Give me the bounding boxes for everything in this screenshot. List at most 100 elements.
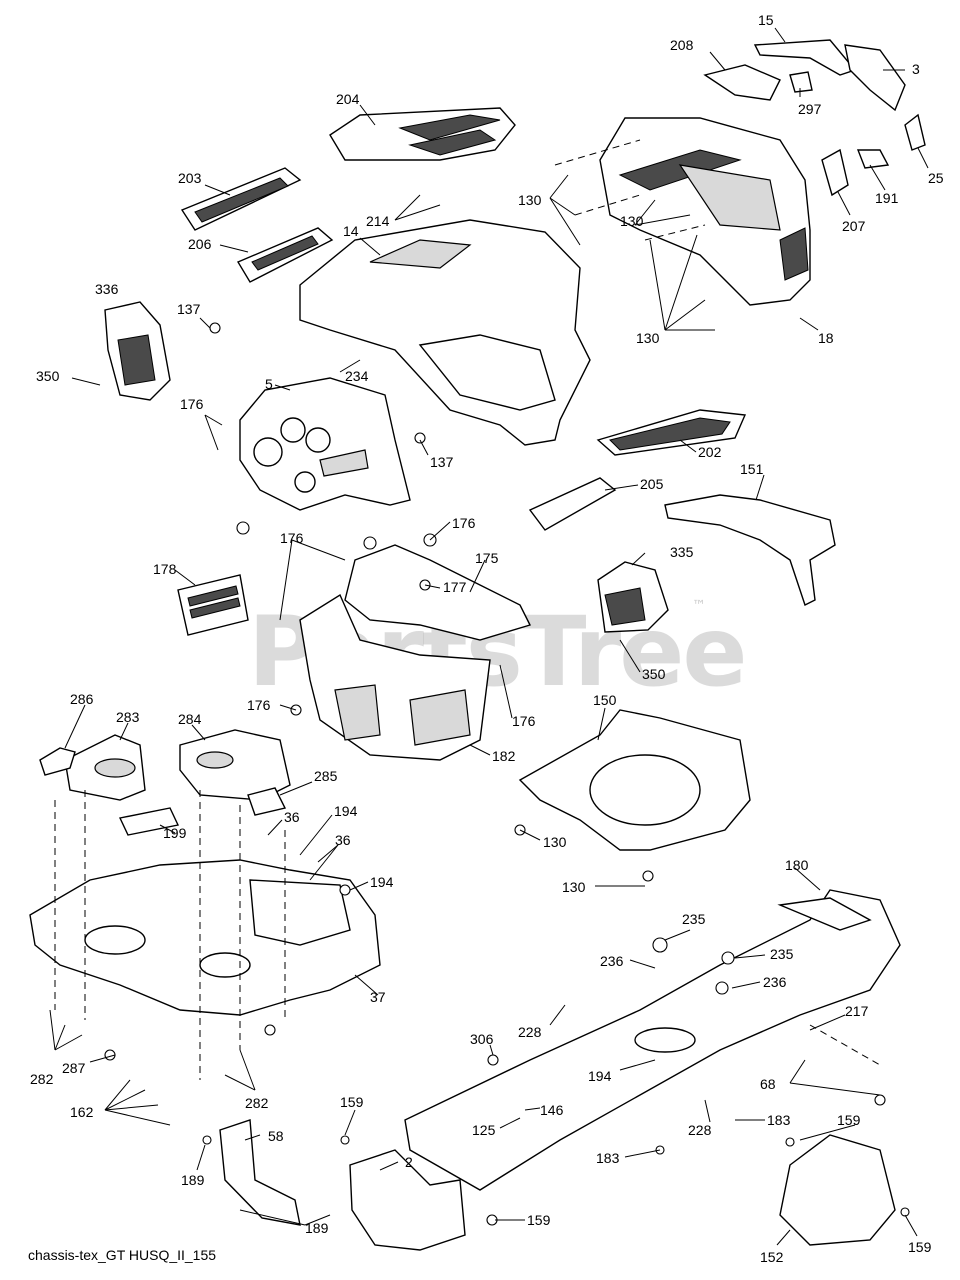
part-grille-insert-left bbox=[180, 167, 302, 231]
callout-235-upper: 235 bbox=[682, 911, 706, 927]
alignment-lines bbox=[54, 139, 881, 1080]
callout-137-lower: 137 bbox=[430, 454, 454, 470]
callout-159-left: 159 bbox=[340, 1094, 364, 1110]
callout-194-upper: 194 bbox=[334, 803, 358, 819]
callout-335: 335 bbox=[670, 544, 694, 560]
callout-130-bottom: 130 bbox=[562, 879, 586, 895]
callout-130-mid: 130 bbox=[620, 213, 644, 229]
callout-36-right: 36 bbox=[335, 832, 351, 848]
callout-189-left: 189 bbox=[181, 1172, 205, 1188]
callout-176-left: 176 bbox=[180, 396, 204, 412]
callout-206: 206 bbox=[188, 236, 212, 252]
callout-162: 162 bbox=[70, 1104, 94, 1120]
callout-176-lower: 176 bbox=[247, 697, 271, 713]
callout-282-right: 282 bbox=[245, 1095, 269, 1111]
callout-228-right: 228 bbox=[688, 1122, 712, 1138]
watermark-trademark: ™ bbox=[692, 598, 706, 614]
callout-208: 208 bbox=[670, 37, 694, 53]
callout-175: 175 bbox=[475, 550, 499, 566]
callout-151: 151 bbox=[740, 461, 764, 477]
callout-207: 207 bbox=[842, 218, 866, 234]
callout-203: 203 bbox=[178, 170, 202, 186]
callout-159-right: 159 bbox=[837, 1112, 861, 1128]
callout-228-left: 228 bbox=[518, 1024, 542, 1040]
callout-152: 152 bbox=[760, 1249, 784, 1265]
callout-204: 204 bbox=[336, 91, 360, 107]
part-fender-deck bbox=[29, 859, 381, 1016]
callout-194-mid: 194 bbox=[370, 874, 394, 890]
part-dash-frame bbox=[299, 544, 531, 761]
callout-194-frame: 194 bbox=[588, 1068, 612, 1084]
part-floor-pan bbox=[518, 709, 751, 851]
callout-284: 284 bbox=[178, 711, 202, 727]
part-side-panel-right bbox=[597, 561, 669, 633]
callout-18: 18 bbox=[818, 330, 834, 346]
part-fender-covers bbox=[39, 729, 291, 836]
callout-350-left: 350 bbox=[36, 368, 60, 384]
callout-36-left: 36 bbox=[284, 809, 300, 825]
callout-297: 297 bbox=[798, 101, 822, 117]
callout-130-pan: 130 bbox=[543, 834, 567, 850]
callout-287: 287 bbox=[62, 1060, 86, 1076]
callout-236-left: 236 bbox=[600, 953, 624, 969]
callout-3: 3 bbox=[912, 61, 920, 77]
callout-306: 306 bbox=[470, 1031, 494, 1047]
callout-199: 199 bbox=[163, 825, 187, 841]
callout-176-center: 176 bbox=[280, 530, 304, 546]
callout-15: 15 bbox=[758, 12, 774, 28]
callout-159-bracket: 159 bbox=[527, 1212, 551, 1228]
callout-183-right: 183 bbox=[767, 1112, 791, 1128]
callout-177: 177 bbox=[443, 579, 467, 595]
callout-182: 182 bbox=[492, 748, 516, 764]
callout-130-upper: 130 bbox=[518, 192, 542, 208]
part-trim-205 bbox=[528, 477, 617, 531]
callout-285: 285 bbox=[314, 768, 338, 784]
callout-350-right: 350 bbox=[642, 666, 666, 682]
callout-labels: 15 208 3 297 25 204 191 207 203 214 130 … bbox=[30, 12, 944, 1265]
callout-5: 5 bbox=[265, 376, 273, 392]
part-dash-panel bbox=[239, 377, 411, 511]
callout-68: 68 bbox=[760, 1076, 776, 1092]
part-main-frame bbox=[404, 889, 901, 1191]
callout-159-seat: 159 bbox=[908, 1239, 932, 1255]
callout-146: 146 bbox=[540, 1102, 564, 1118]
part-hood bbox=[299, 219, 591, 446]
callout-202: 202 bbox=[698, 444, 722, 460]
callout-283: 283 bbox=[116, 709, 140, 725]
callout-178: 178 bbox=[153, 561, 177, 577]
callout-14: 14 bbox=[343, 223, 359, 239]
callout-214: 214 bbox=[366, 213, 390, 229]
callout-183-left: 183 bbox=[596, 1150, 620, 1166]
callout-189-bottom: 189 bbox=[305, 1220, 329, 1236]
part-grille-long bbox=[596, 409, 747, 456]
callout-180: 180 bbox=[785, 857, 809, 873]
callout-286: 286 bbox=[70, 691, 94, 707]
callout-205: 205 bbox=[640, 476, 664, 492]
diagram-footer-label: chassis-tex_GT HUSQ_II_155 bbox=[28, 1247, 217, 1263]
part-front-nose bbox=[599, 117, 811, 306]
callout-234: 234 bbox=[345, 368, 369, 384]
callout-176-frame: 176 bbox=[512, 713, 536, 729]
callout-125: 125 bbox=[472, 1122, 496, 1138]
callout-150: 150 bbox=[593, 692, 617, 708]
callout-336: 336 bbox=[95, 281, 119, 297]
callout-236-right: 236 bbox=[763, 974, 787, 990]
leader-lines bbox=[49, 27, 929, 1246]
callout-191: 191 bbox=[875, 190, 899, 206]
part-side-panel-left bbox=[104, 301, 171, 401]
callout-130-right: 130 bbox=[636, 330, 660, 346]
callout-37: 37 bbox=[370, 989, 386, 1005]
callout-282-left: 282 bbox=[30, 1071, 54, 1087]
part-bracket-151 bbox=[664, 494, 836, 606]
callout-58: 58 bbox=[268, 1128, 284, 1144]
callout-217: 217 bbox=[845, 1003, 869, 1019]
part-vent-plate bbox=[177, 574, 249, 636]
part-headlight-trim bbox=[703, 39, 926, 197]
callout-235-right: 235 bbox=[770, 946, 794, 962]
part-grille-insert-small bbox=[236, 227, 334, 283]
part-hood-top-panel bbox=[329, 107, 516, 161]
callout-176-right: 176 bbox=[452, 515, 476, 531]
part-mount-brackets bbox=[219, 1119, 896, 1251]
